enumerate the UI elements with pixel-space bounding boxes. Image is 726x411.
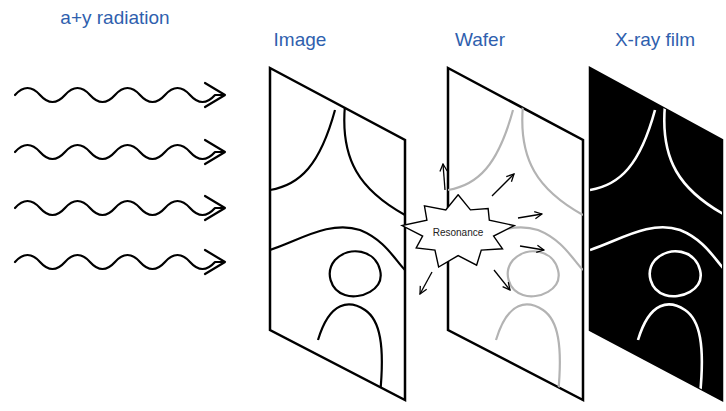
starburst-shape bbox=[402, 195, 514, 267]
panel-label: Wafer bbox=[455, 30, 505, 51]
film-panel bbox=[590, 68, 725, 400]
panel-label: Image bbox=[274, 30, 327, 51]
emission-arrows bbox=[420, 164, 544, 294]
panel-label: X-ray film bbox=[615, 30, 695, 51]
image-panel bbox=[270, 68, 405, 400]
resonance-burst: Resonance bbox=[400, 194, 516, 270]
burst-label: Resonance bbox=[433, 227, 484, 238]
radiation-waves bbox=[15, 83, 225, 274]
panel-label: a+y radiation bbox=[60, 8, 169, 29]
